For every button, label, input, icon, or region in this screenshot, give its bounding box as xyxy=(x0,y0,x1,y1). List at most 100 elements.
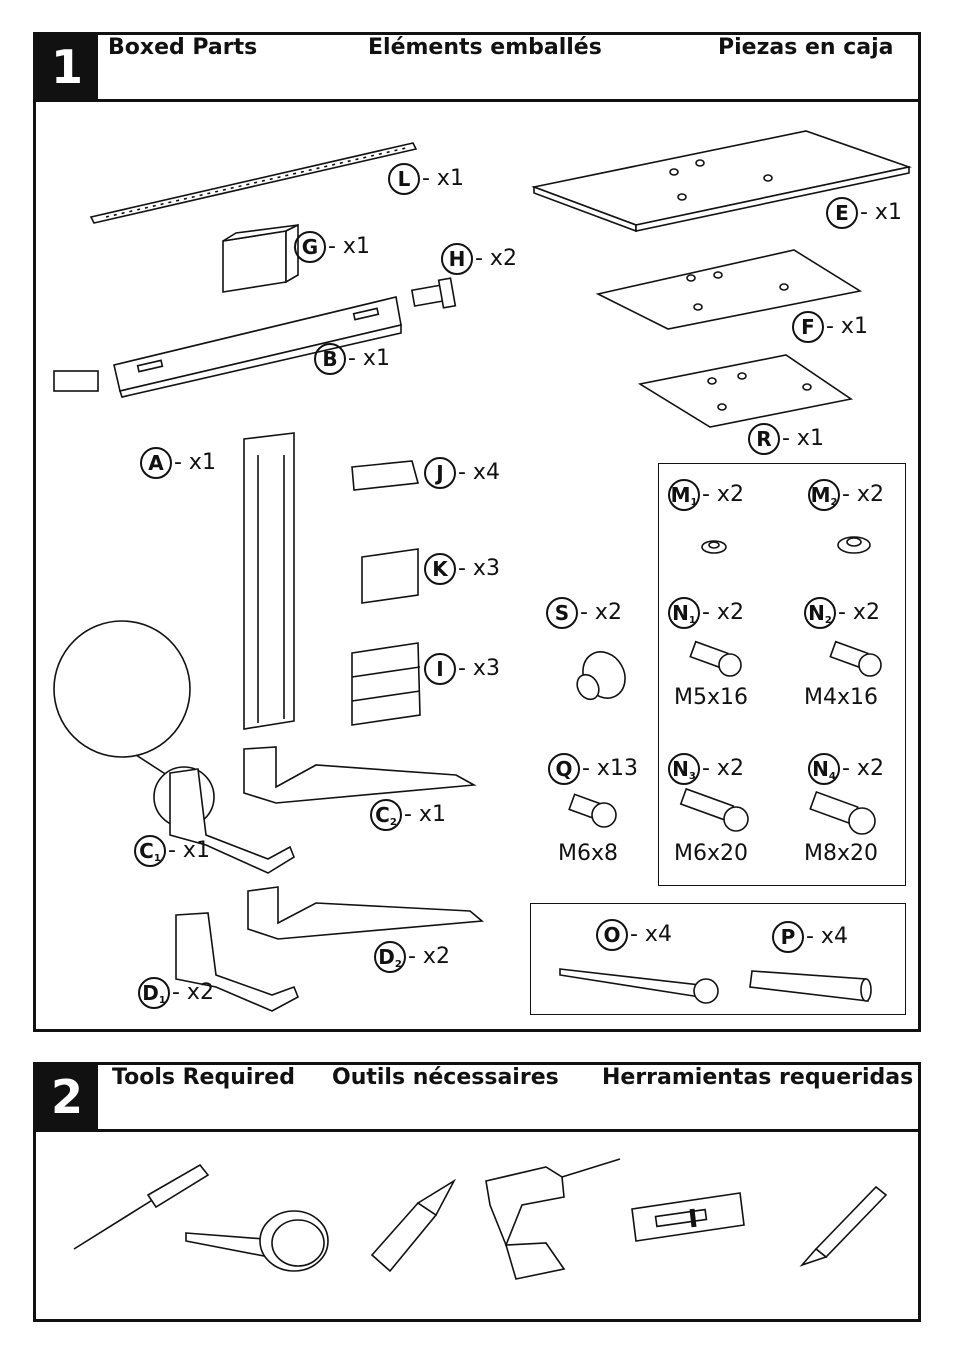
part-label-q: Q- x13 xyxy=(548,753,638,785)
part-quantity: - x1 xyxy=(422,166,464,191)
clip-J-icon xyxy=(351,460,420,491)
part-letter-badge: J xyxy=(424,457,456,489)
tools-required-section: 2 Tools Required Outils nécessaires Herr… xyxy=(33,1062,921,1322)
bracket-D1-icon xyxy=(175,912,300,1012)
part-letter-badge: M2 xyxy=(808,479,840,511)
part-letter-badge: C2 xyxy=(370,799,402,831)
utility-knife-icon xyxy=(370,1178,457,1273)
part-label-o: O- x4 xyxy=(596,919,672,951)
part-quantity: - x1 xyxy=(168,838,210,863)
part-letter-badge: I xyxy=(424,653,456,685)
part-quantity: - x1 xyxy=(404,802,446,827)
part-letter-badge: S xyxy=(546,597,578,629)
part-letter-badge: N3 xyxy=(668,753,700,785)
part-letter-badge: E xyxy=(826,197,858,229)
spirit-level-icon xyxy=(631,1192,745,1242)
wood-screw-O-icon xyxy=(559,968,719,1004)
part-quantity: - x1 xyxy=(782,426,824,451)
part-letter-badge: B xyxy=(314,343,346,375)
screw-N3-icon xyxy=(679,787,749,832)
screw-N1-icon xyxy=(689,640,742,677)
part-label-s: S- x2 xyxy=(546,597,622,629)
part-letter-badge: O xyxy=(596,919,628,951)
glass-shelf-R-icon xyxy=(637,354,854,428)
part-quantity: - x1 xyxy=(348,346,390,371)
part-quantity: - x2 xyxy=(580,600,622,625)
part-quantity: - x1 xyxy=(860,200,902,225)
part-label-r: R- x1 xyxy=(748,423,824,455)
part-quantity: - x2 xyxy=(408,944,450,969)
part-letter-badge: M1 xyxy=(668,479,700,511)
step-number: 1 xyxy=(36,35,98,99)
part-label-d2: D2- x2 xyxy=(374,941,450,973)
block-G-icon xyxy=(222,223,299,293)
part-label-n4: N4- x2 xyxy=(808,753,884,785)
clip-K-icon xyxy=(361,548,419,604)
part-label-n2: N2- x2 xyxy=(804,597,880,629)
end-cap-H-icon xyxy=(410,277,457,309)
title-fr: Outils nécessaires xyxy=(332,1065,559,1090)
section-header: 1 Boxed Parts Eléments emballés Piezas e… xyxy=(36,35,918,102)
part-label-k: K- x3 xyxy=(424,553,500,585)
screw-Q-icon xyxy=(568,793,617,828)
end-cap-B-icon xyxy=(53,370,99,392)
part-quantity: - x1 xyxy=(826,314,868,339)
part-quantity: - x4 xyxy=(806,924,848,949)
title-fr: Eléments emballés xyxy=(368,35,602,60)
title-en: Boxed Parts xyxy=(108,35,258,60)
part-letter-badge: F xyxy=(792,311,824,343)
part-label-a: A- x1 xyxy=(140,447,216,479)
part-label-h: H- x2 xyxy=(441,243,517,275)
upright-A-icon xyxy=(243,432,295,730)
screw-N2-icon xyxy=(829,640,882,677)
part-letter-badge: N2 xyxy=(804,597,836,629)
size-label: M4x16 xyxy=(804,685,878,710)
part-quantity: - x13 xyxy=(582,756,638,781)
part-quantity: - x2 xyxy=(842,756,884,781)
part-quantity: - x4 xyxy=(630,922,672,947)
part-label-p: P- x4 xyxy=(772,921,848,953)
part-letter-badge: N4 xyxy=(808,753,840,785)
part-label-j: J- x4 xyxy=(424,457,500,489)
title-en: Tools Required xyxy=(112,1065,295,1090)
part-label-i: I- x3 xyxy=(424,653,500,685)
grub-screw-S-icon xyxy=(576,651,626,701)
glass-shelf-F-icon xyxy=(595,249,863,330)
part-quantity: - x2 xyxy=(838,600,880,625)
part-label-f: F- x1 xyxy=(792,311,868,343)
part-letter-badge: K xyxy=(424,553,456,585)
part-letter-badge: D2 xyxy=(374,941,406,973)
wall-fixings-box xyxy=(530,903,906,1015)
part-quantity: - x2 xyxy=(842,482,884,507)
part-quantity: - x1 xyxy=(328,234,370,259)
part-quantity: - x2 xyxy=(702,756,744,781)
rail-L-icon xyxy=(89,142,418,224)
pencil-icon xyxy=(799,1185,888,1267)
part-letter-badge: Q xyxy=(548,753,580,785)
section-header: 2 Tools Required Outils nécessaires Herr… xyxy=(36,1065,918,1132)
bracket-C1-icon xyxy=(169,768,295,874)
clip-I-icon xyxy=(351,642,421,726)
part-letter-badge: A xyxy=(140,447,172,479)
part-label-e: E- x1 xyxy=(826,197,902,229)
wall-plug-P-icon xyxy=(749,970,872,1002)
part-label-m2: M2- x2 xyxy=(808,479,884,511)
part-letter-badge: N1 xyxy=(668,597,700,629)
glass-shelf-E-icon xyxy=(531,130,912,233)
part-quantity: - x3 xyxy=(458,556,500,581)
size-label: M5x16 xyxy=(674,685,748,710)
screwdriver-icon xyxy=(73,1163,210,1250)
part-label-n3: N3- x2 xyxy=(668,753,744,785)
part-label-m1: M1- x2 xyxy=(668,479,744,511)
part-quantity: - x4 xyxy=(458,460,500,485)
boxed-parts-section: 1 Boxed Parts Eléments emballés Piezas e… xyxy=(33,32,921,1032)
step-number: 2 xyxy=(36,1065,98,1129)
part-letter-badge: P xyxy=(772,921,804,953)
title-es: Herramientas requeridas xyxy=(602,1065,914,1090)
part-quantity: - x2 xyxy=(475,246,517,271)
part-label-l: L- x1 xyxy=(388,163,464,195)
part-quantity: - x1 xyxy=(174,450,216,475)
part-label-n1: N1- x2 xyxy=(668,597,744,629)
tools-illustrations xyxy=(73,1158,888,1280)
detail-magnifier-icon xyxy=(53,620,191,758)
